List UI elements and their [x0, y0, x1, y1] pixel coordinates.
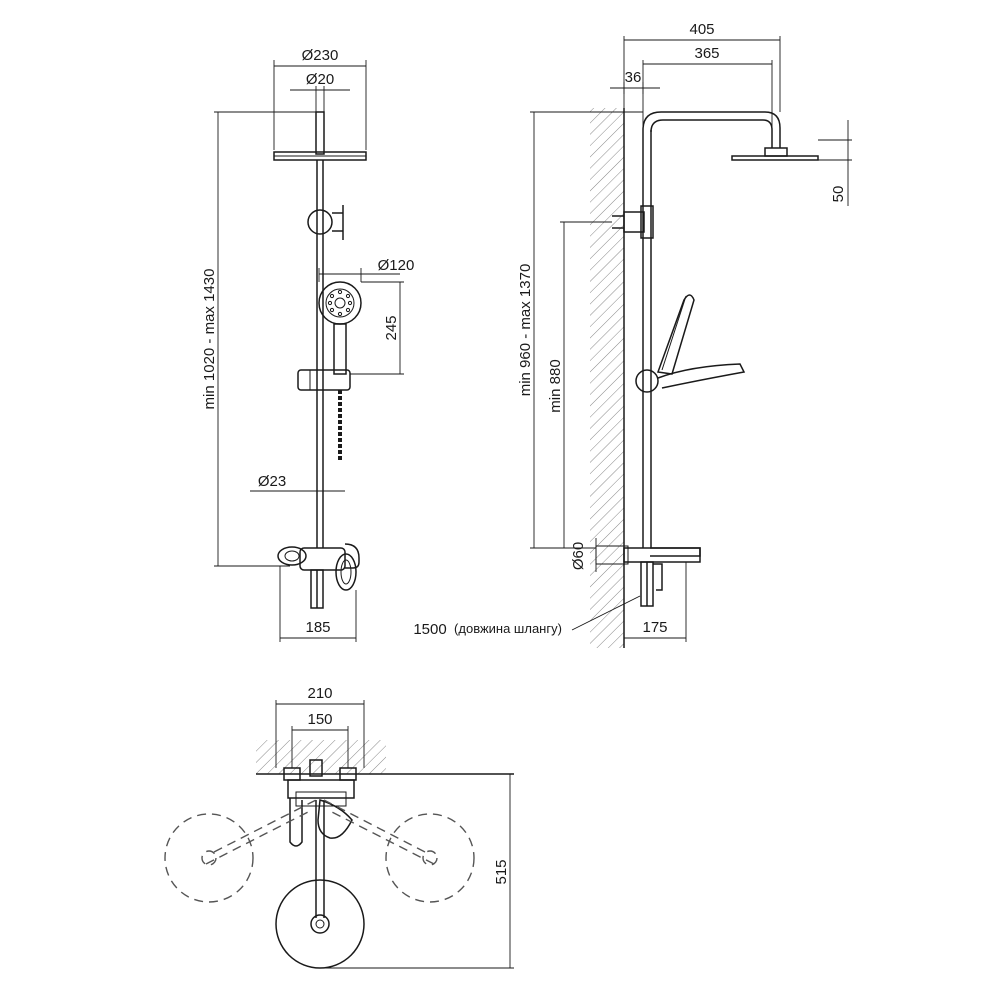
mixer-left-inlet — [277, 546, 307, 566]
svg-text:min 1020 - max 1430: min 1020 - max 1430 — [201, 269, 218, 410]
svg-text:150: 150 — [307, 711, 332, 728]
svg-text:365: 365 — [694, 45, 719, 62]
dim-head-diameter: Ø230 — [273, 47, 367, 150]
dim-depth: 515 — [320, 774, 514, 969]
side-wall-bracket — [623, 211, 645, 233]
dim-wall-offset: 36 — [610, 69, 660, 94]
svg-text:1500: 1500 — [413, 621, 446, 638]
svg-text:Ø230: Ø230 — [302, 47, 339, 64]
shower-arm — [315, 111, 325, 155]
dim-hose-length: 1500 (довжина шлангу) — [413, 595, 641, 638]
svg-text:405: 405 — [689, 21, 714, 38]
side-hand-shower — [656, 294, 695, 375]
top-head-shower — [275, 879, 365, 969]
dim-inlet-diameter: Ø60 — [570, 542, 587, 570]
dim-inlet-spacing: 150 — [291, 711, 349, 768]
side-mixer-body — [623, 547, 701, 563]
svg-text:Ø20: Ø20 — [306, 71, 334, 88]
dim-outer-width: 210 — [275, 685, 365, 768]
wall-hatch — [590, 108, 624, 648]
top-swivel-positions — [164, 799, 475, 903]
svg-text:Ø120: Ø120 — [378, 257, 415, 274]
dim-total-projection: 405 — [623, 21, 781, 112]
svg-text:Ø23: Ø23 — [258, 473, 286, 490]
top-view: 210 150 515 — [164, 685, 514, 969]
svg-text:210: 210 — [307, 685, 332, 702]
top-mixer-body — [287, 779, 355, 799]
top-mixer-lever — [289, 798, 303, 847]
svg-text:(довжина шлангу): (довжина шлангу) — [454, 621, 562, 636]
svg-text:min 880: min 880 — [547, 359, 564, 412]
dim-head-height: 50 — [818, 120, 852, 206]
svg-text:245: 245 — [383, 315, 400, 340]
dim-spout-projection: 175 — [624, 562, 687, 642]
side-view: 405 365 36 50 min 960 - max 1370 — [413, 21, 852, 648]
svg-text:min 960 - max 1370: min 960 - max 1370 — [517, 264, 534, 397]
dim-arm-diameter: Ø20 — [290, 71, 350, 112]
mixer-knob — [335, 553, 357, 591]
dim-side-height-range: min 960 - max 1370 — [517, 111, 643, 549]
svg-text:36: 36 — [625, 69, 642, 86]
dim-min-height: min 880 — [547, 221, 612, 548]
dim-mixer-width: 185 — [279, 566, 357, 642]
svg-text:Ø60: Ø60 — [570, 542, 587, 570]
dim-pipe-diameter: Ø23 — [250, 473, 345, 492]
dim-height-range: min 1020 - max 1430 — [201, 111, 316, 567]
dim-hand-shower-diameter: Ø120 — [318, 257, 415, 282]
side-overhead-arm — [642, 111, 781, 148]
slider-holder — [297, 369, 351, 391]
svg-text:185: 185 — [305, 619, 330, 636]
mixer-lever — [344, 543, 360, 569]
side-slider — [635, 369, 659, 393]
svg-text:175: 175 — [642, 619, 667, 636]
svg-text:515: 515 — [493, 859, 510, 884]
dim-hand-shower-height: 245 — [350, 281, 404, 375]
svg-text:50: 50 — [830, 186, 847, 203]
wall-bracket — [307, 209, 333, 235]
hand-shower-head — [318, 281, 362, 325]
front-view: Ø230 Ø20 min 1020 - max 1430 Ø120 245 — [201, 47, 414, 642]
dim-arm-reach: 365 — [642, 45, 773, 148]
side-hand-shower-extended — [657, 363, 746, 389]
top-wall-hatch — [256, 740, 386, 774]
hand-shower-handle — [333, 323, 347, 375]
